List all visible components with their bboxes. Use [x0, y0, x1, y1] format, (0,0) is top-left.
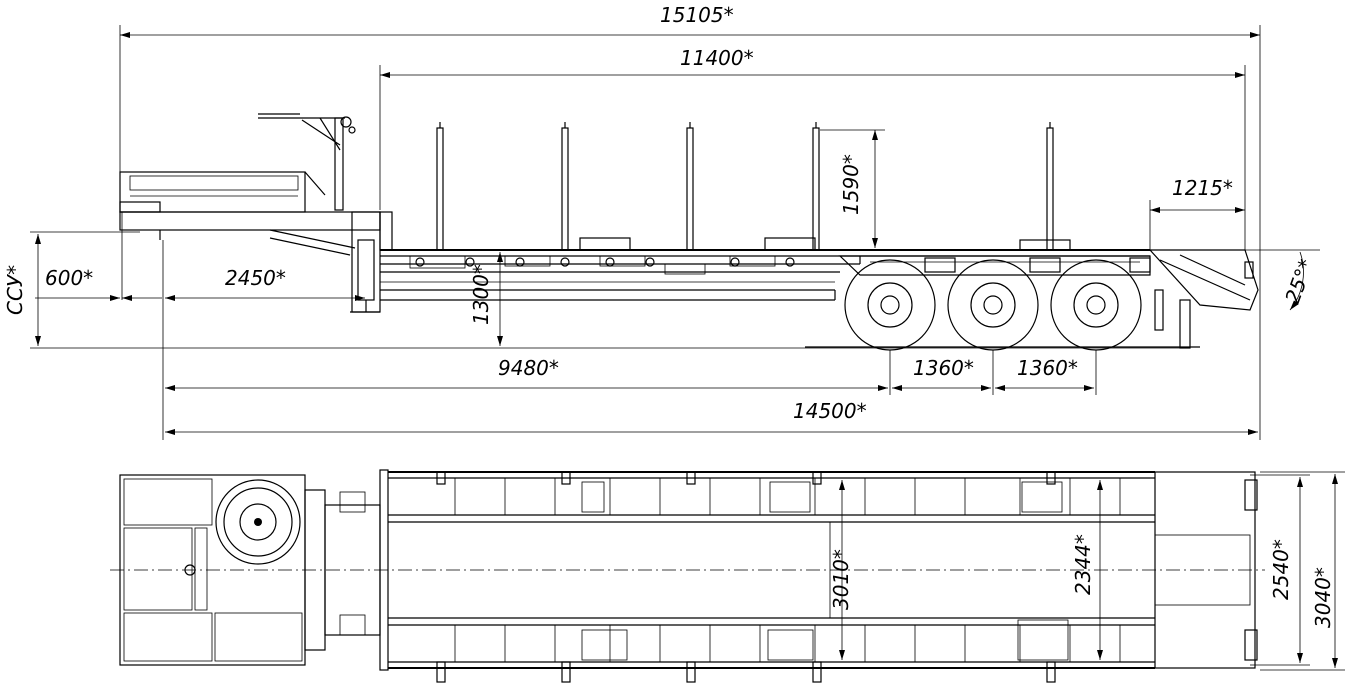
dim-total-length: 14500* — [793, 399, 867, 423]
dim-kingpin-to-axle: 9480* — [498, 356, 559, 380]
dim-kingpin-offset: 2450* — [225, 266, 286, 290]
dim-overall-length: 15105* — [660, 3, 734, 27]
deck-top — [110, 471, 1265, 683]
dim-inner-width: 3010* — [829, 549, 853, 610]
wheels — [805, 259, 1200, 351]
dim-front-overhang: 600* — [45, 266, 93, 290]
top-view: 3010* 2344* 2540* 3040* — [110, 469, 1345, 683]
gooseneck — [119, 113, 393, 313]
side-view: 15105* 11400* 1590* 1215* ССУ* 600* 2450… — [3, 3, 1320, 440]
dim-stake-height: 1590* — [839, 154, 863, 215]
dim-ramp-angle: 25°* — [1280, 256, 1318, 307]
rear-ramp — [1148, 249, 1259, 349]
dim-track-width: 2540* — [1269, 539, 1293, 600]
side-dimensions: 15105* 11400* 1590* 1215* ССУ* 600* 2450… — [3, 3, 1320, 440]
stakes — [436, 122, 1054, 251]
dim-platform-length: 11400* — [680, 46, 754, 70]
dim-ramp-length: 1215* — [1172, 176, 1233, 200]
dim-deck-height: 1300* — [469, 264, 493, 325]
top-dimensions: 3010* 2344* 2540* 3040* — [829, 471, 1345, 671]
dim-deck-width: 2344* — [1071, 534, 1095, 595]
dim-coupling-height: ССУ* — [3, 265, 27, 315]
dim-axle-spacing-1: 1360* — [913, 356, 974, 380]
dim-overall-width: 3040* — [1311, 567, 1335, 628]
main-frame — [380, 237, 1151, 301]
dim-axle-spacing-2: 1360* — [1017, 356, 1078, 380]
